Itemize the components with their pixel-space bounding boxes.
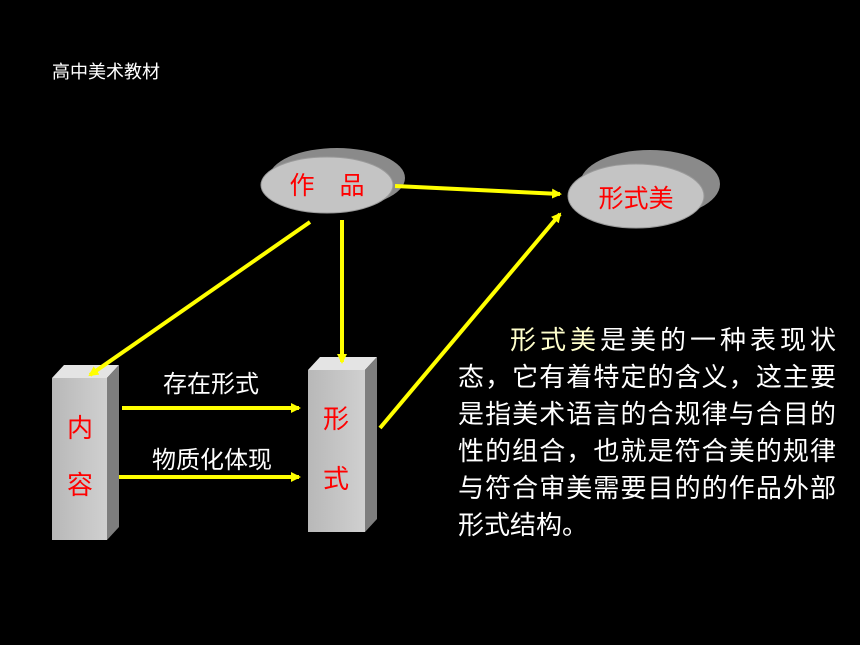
edge-label-existence-form: 存在形式 bbox=[163, 370, 259, 398]
arrow-form-to-formal-beauty bbox=[378, 212, 562, 430]
formal-beauty-node-label: 形式美 bbox=[598, 184, 673, 213]
content-pillar-label-bottom: 容 bbox=[67, 471, 93, 501]
formal-beauty-node: 形式美 bbox=[567, 150, 720, 229]
paragraph-highlight: 形式美 bbox=[510, 326, 600, 356]
content-pillar-label-top: 内 bbox=[67, 414, 93, 444]
header-subtitle: 高中美术教材 bbox=[52, 62, 160, 83]
form-pillar: 形 式 bbox=[308, 357, 377, 532]
paragraph-body: 是美的一种表现状态，它有着特定的含义，这主要是指美术语言的合规律与合目的性的组合… bbox=[458, 326, 836, 541]
work-node-label: 作 品 bbox=[289, 171, 364, 200]
form-pillar-label-bottom: 式 bbox=[323, 465, 349, 495]
content-pillar: 内 容 bbox=[52, 365, 119, 540]
description-paragraph: 形式美是美的一种表现状态，它有着特定的含义，这主要是指美术语言的合规律与合目的性… bbox=[458, 323, 836, 545]
form-pillar-label-top: 形 bbox=[323, 405, 349, 435]
edge-label-material-embodiment: 物质化体现 bbox=[152, 446, 272, 474]
arrow-work-to-content bbox=[88, 220, 312, 377]
work-node: 作 品 bbox=[260, 148, 405, 214]
arrow-work-to-formal-beauty bbox=[394, 184, 562, 199]
